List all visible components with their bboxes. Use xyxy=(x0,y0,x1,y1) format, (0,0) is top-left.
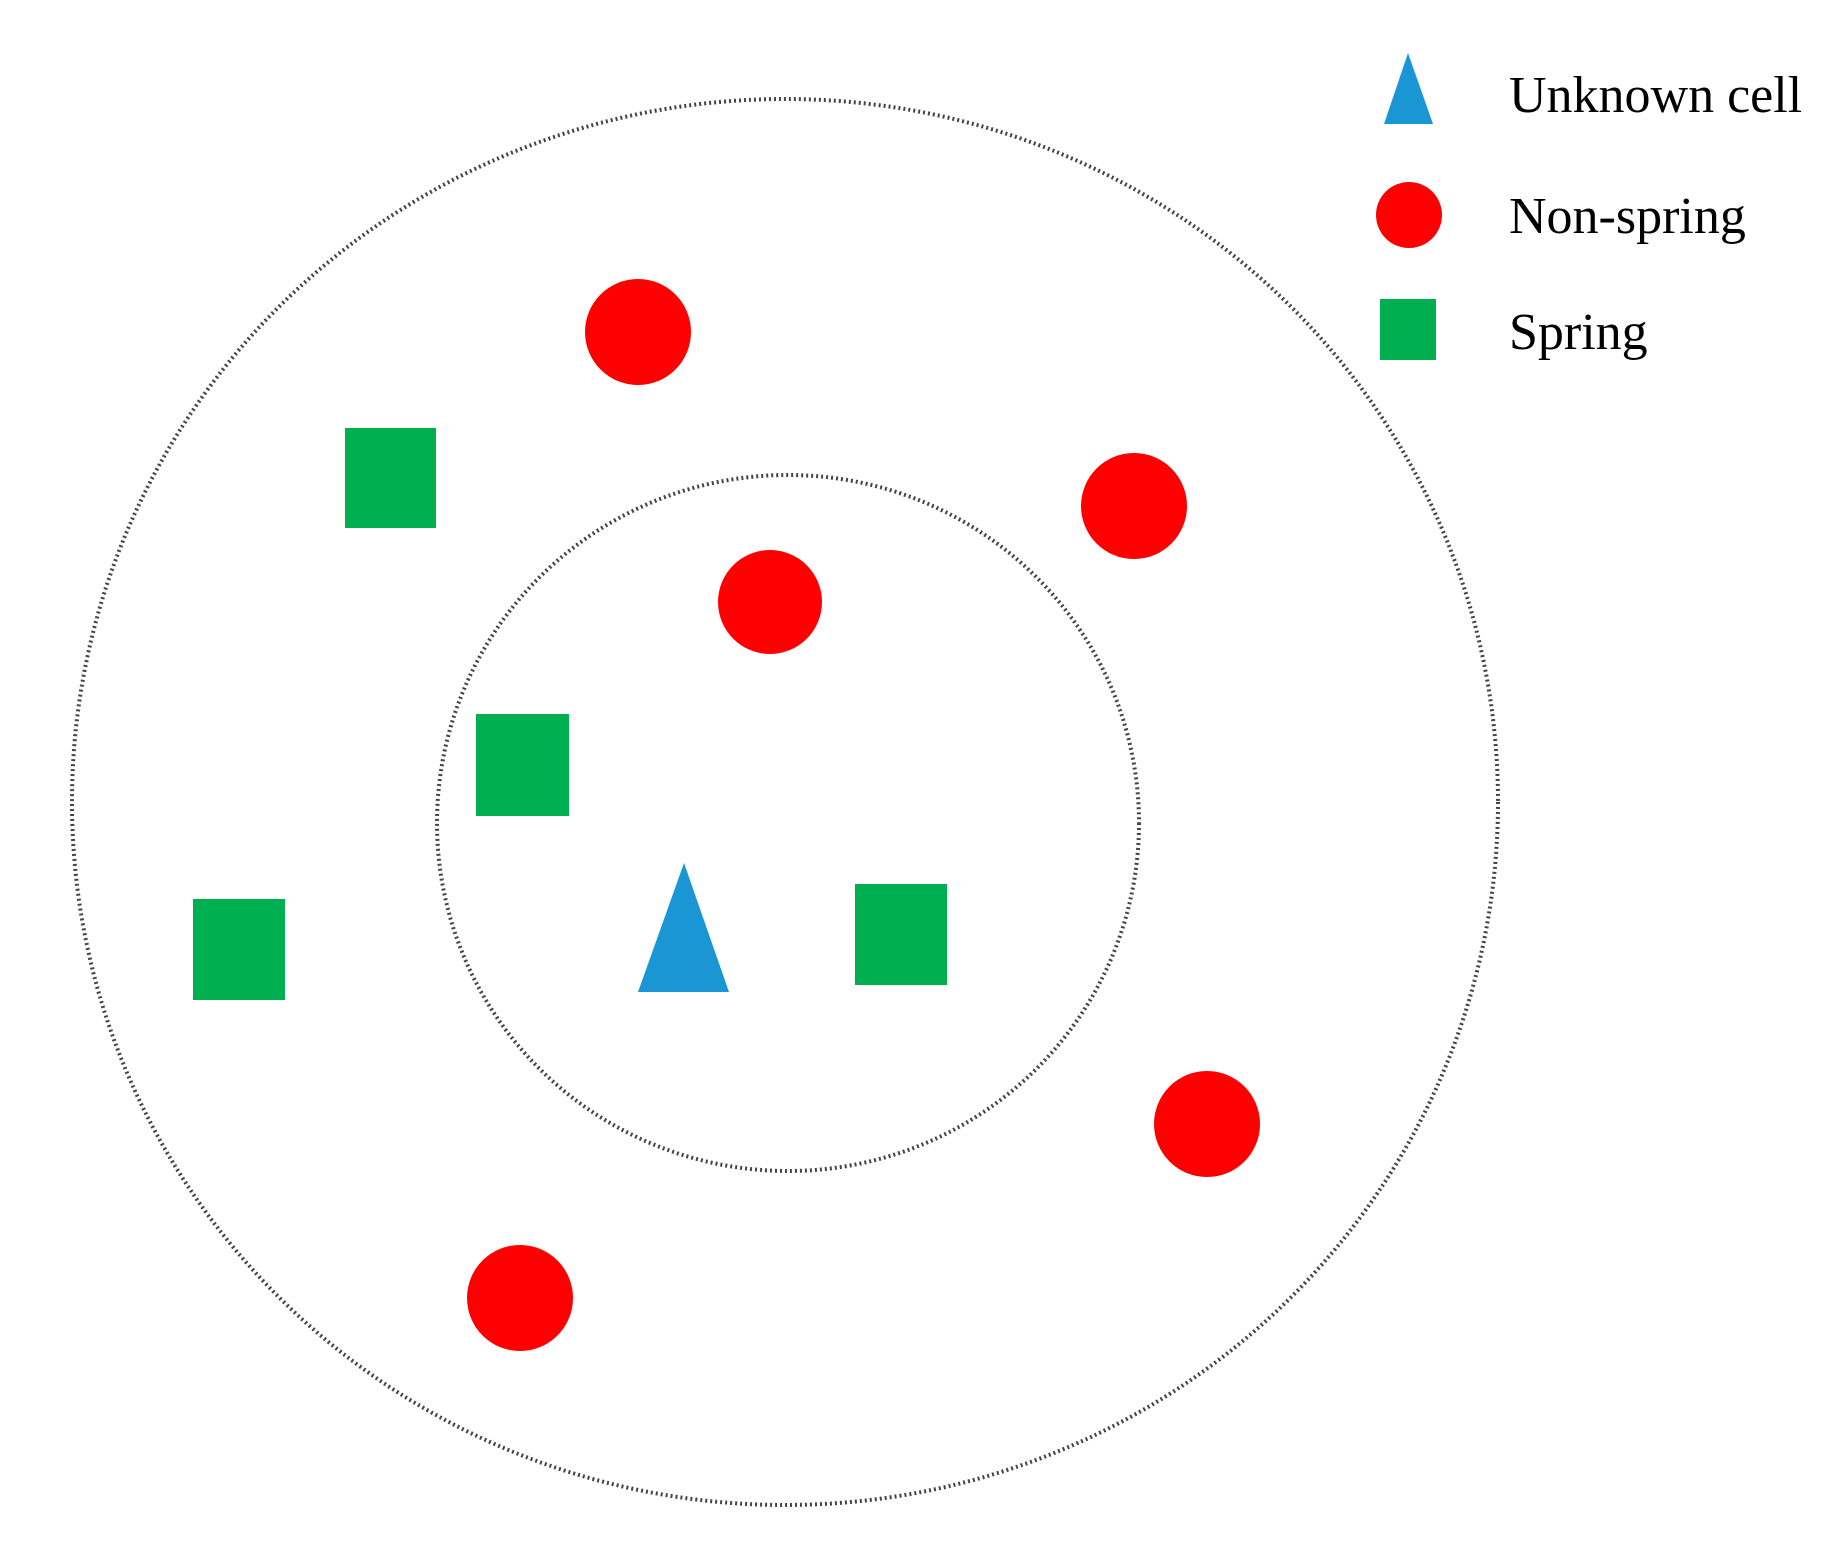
non-spring-point xyxy=(1154,1071,1260,1177)
legend-label-unknown-cell: Unknown cell xyxy=(1509,67,1802,124)
spring-point xyxy=(476,714,569,816)
non-spring-point xyxy=(467,1245,573,1351)
spring-point xyxy=(345,428,436,528)
red-circle-icon xyxy=(1376,182,1442,248)
spring-point xyxy=(855,884,947,985)
outer-neighbourhood-circle xyxy=(70,97,1500,1507)
unknown-cell-point xyxy=(638,863,729,992)
non-spring-point xyxy=(1081,453,1187,559)
legend-label-spring: Spring xyxy=(1509,304,1648,361)
blue-triangle-icon xyxy=(1384,53,1433,124)
inner-neighbourhood-circle xyxy=(435,473,1141,1173)
green-square-icon xyxy=(1380,299,1436,360)
non-spring-point xyxy=(718,550,822,654)
spring-point xyxy=(193,899,285,1000)
legend: Unknown cell Non-spring Spring xyxy=(1376,53,1802,361)
legend-label-non-spring: Non-spring xyxy=(1509,188,1746,245)
non-spring-point xyxy=(585,279,691,385)
